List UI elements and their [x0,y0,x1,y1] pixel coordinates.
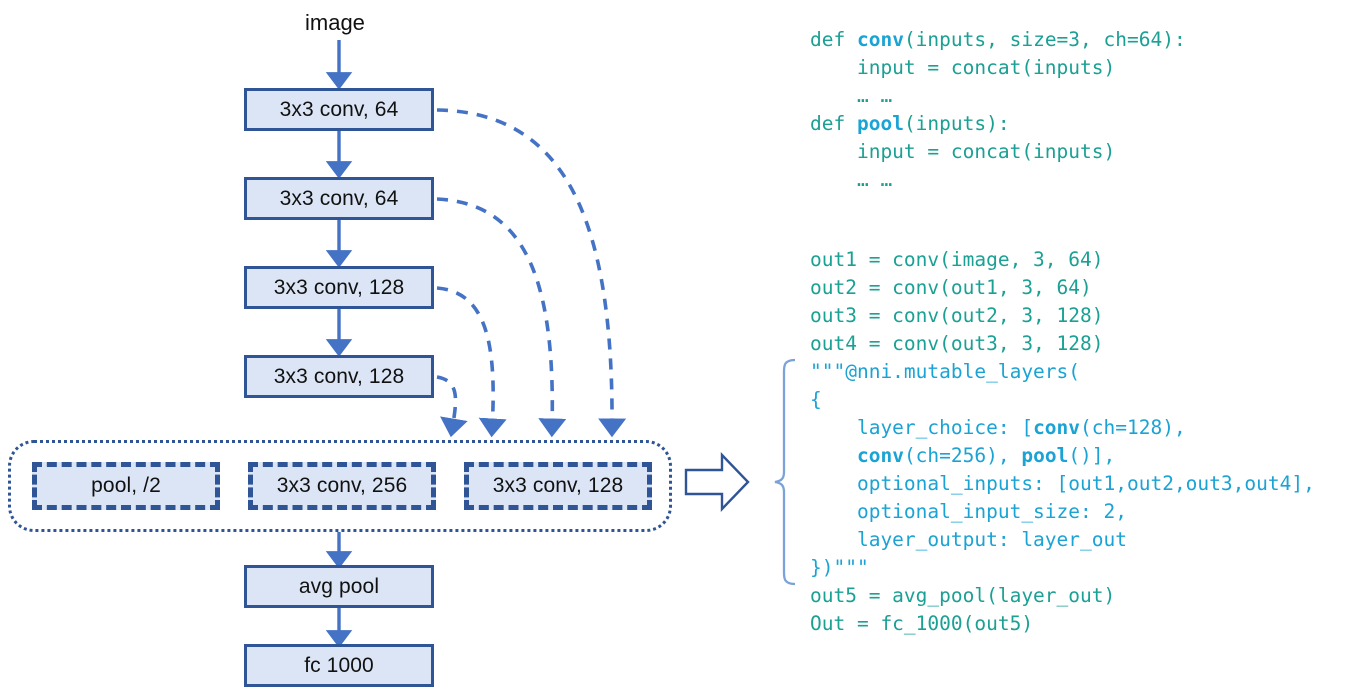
code-token: … … [810,168,893,191]
code-token: ()], [1068,444,1116,467]
code-token: Out = fc_1000(out5) [810,612,1034,635]
block-arrow-icon [684,452,750,512]
code-line: """@nni.mutable_layers( [810,358,1315,386]
choice-option-conv128[interactable]: 3x3 conv, 128 [464,462,652,510]
code-token: pool [1021,444,1069,467]
code-token: out2 = conv(out1, 3, 64) [810,276,1092,299]
code-token: out1 = conv(image, 3, 64) [810,248,1104,271]
code-token: conv [1033,416,1081,439]
code-token: (inputs, size=3, ch=64): [903,28,1186,51]
code-line: out3 = conv(out2, 3, 128) [810,302,1315,330]
code-token: conv [856,28,904,51]
code-token: input = concat(inputs) [810,140,1116,163]
code-token: (ch=128), [1080,416,1186,439]
code-line: optional_input_size: 2, [810,498,1315,526]
node-conv4[interactable]: 3x3 conv, 128 [244,355,434,398]
choice-option-pool[interactable]: pool, /2 [32,462,220,510]
code-token: def [810,28,857,51]
code-line: layer_choice: [conv(ch=128), [810,414,1315,442]
code-token: conv [856,444,904,467]
code-line: optional_inputs: [out1,out2,out3,out4], [810,470,1315,498]
choice-option-conv256[interactable]: 3x3 conv, 256 [248,462,436,510]
code-line: conv(ch=256), pool()], [810,442,1315,470]
code-line: out1 = conv(image, 3, 64) [810,246,1315,274]
code-brace [774,358,796,586]
code-token: { [810,388,822,411]
input-label: image [305,10,365,35]
code-token: pool [856,112,904,135]
code-block-main: out1 = conv(image, 3, 64) out2 = conv(out… [810,246,1315,638]
code-line: def pool(inputs): [810,110,1186,138]
code-token [810,444,857,467]
code-line: input = concat(inputs) [810,54,1186,82]
code-line: out5 = avg_pool(layer_out) [810,582,1315,610]
code-token: (ch=256), [903,444,1022,467]
code-token: out4 = conv(out3, 3, 128) [810,332,1104,355]
code-token: def [810,112,857,135]
code-token: })""" [810,556,869,579]
code-token: layer_output: layer_out [810,528,1127,551]
code-line: { [810,386,1315,414]
code-token: layer_choice: [ [810,416,1034,439]
node-avg-pool[interactable]: avg pool [244,565,434,608]
code-token: (inputs): [903,112,1010,135]
code-line: … … [810,82,1186,110]
node-conv2[interactable]: 3x3 conv, 64 [244,177,434,220]
code-token: input = concat(inputs) [810,56,1116,79]
code-line: out4 = conv(out3, 3, 128) [810,330,1315,358]
skip-conv4-to-group [436,375,468,438]
code-token: … … [810,84,893,107]
skip-conv2-to-group [436,197,567,438]
code-token: optional_input_size: 2, [810,500,1127,523]
code-block-definitions: def conv(inputs, size=3, ch=64): input =… [810,26,1186,194]
code-token: """@nni.mutable_layers( [810,360,1081,383]
node-conv1[interactable]: 3x3 conv, 64 [244,88,434,131]
code-line: … … [810,166,1186,194]
node-fc-1000[interactable]: fc 1000 [244,644,434,687]
node-conv3[interactable]: 3x3 conv, 128 [244,266,434,309]
skip-conv3-to-group [436,286,507,438]
code-line: })""" [810,554,1315,582]
code-line: out2 = conv(out1, 3, 64) [810,274,1315,302]
code-token: out5 = avg_pool(layer_out) [810,584,1116,607]
code-line: input = concat(inputs) [810,138,1186,166]
skip-conv1-to-group [436,108,627,438]
code-line: layer_output: layer_out [810,526,1315,554]
code-token: optional_inputs: [out1,out2,out3,out4], [810,472,1315,495]
code-line: def conv(inputs, size=3, ch=64): [810,26,1186,54]
layer-choice-group [8,440,672,532]
code-token: out3 = conv(out2, 3, 128) [810,304,1104,327]
code-line: Out = fc_1000(out5) [810,610,1315,638]
